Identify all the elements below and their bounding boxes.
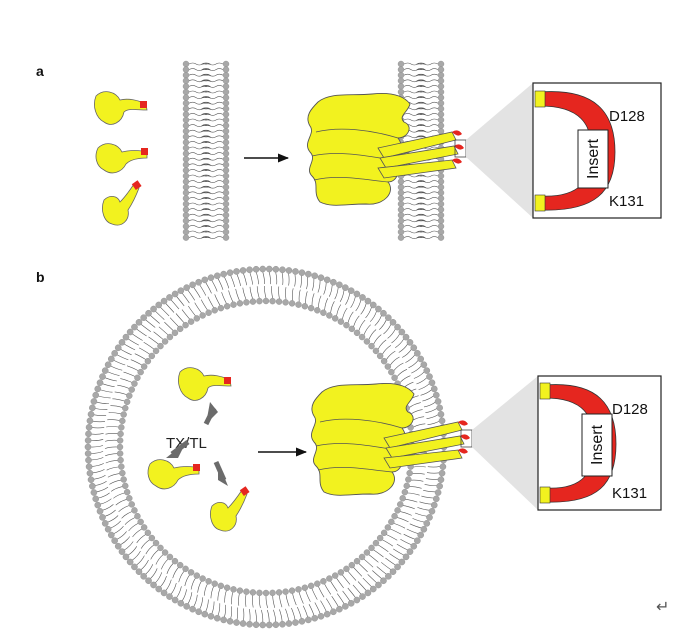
panel-a-label: a — [36, 63, 44, 79]
monomer-b3 — [210, 486, 250, 532]
monomer-a3 — [102, 180, 142, 226]
monomer-a1 — [94, 91, 148, 125]
insert-box-b — [581, 413, 613, 477]
insert-label-a: Insert — [585, 138, 602, 179]
inset-a: Insert D128 K131 — [532, 82, 662, 219]
monomer-a2 — [95, 143, 148, 174]
site-top-label-b: D128 — [612, 401, 648, 418]
zoom-fan-b — [472, 376, 538, 510]
pore-complex-a — [307, 93, 467, 206]
insert-box-a — [577, 129, 609, 189]
return-symbol: ↵ — [656, 597, 669, 616]
site-top-label-a: D128 — [609, 108, 645, 125]
monomer-b2 — [147, 459, 200, 490]
panel-b-label: b — [36, 269, 45, 285]
site-bottom-label-a: K131 — [609, 193, 644, 210]
insert-label-b: Insert — [589, 424, 606, 465]
monomer-b1 — [178, 367, 232, 401]
zoom-fan-a — [466, 83, 533, 218]
inset-b: Insert D128 K131 — [537, 375, 662, 511]
lipid-heads — [182, 60, 230, 241]
pore-complex-b — [311, 383, 473, 496]
membrane-a-left — [182, 60, 230, 241]
site-bottom-label-b: K131 — [612, 485, 647, 502]
